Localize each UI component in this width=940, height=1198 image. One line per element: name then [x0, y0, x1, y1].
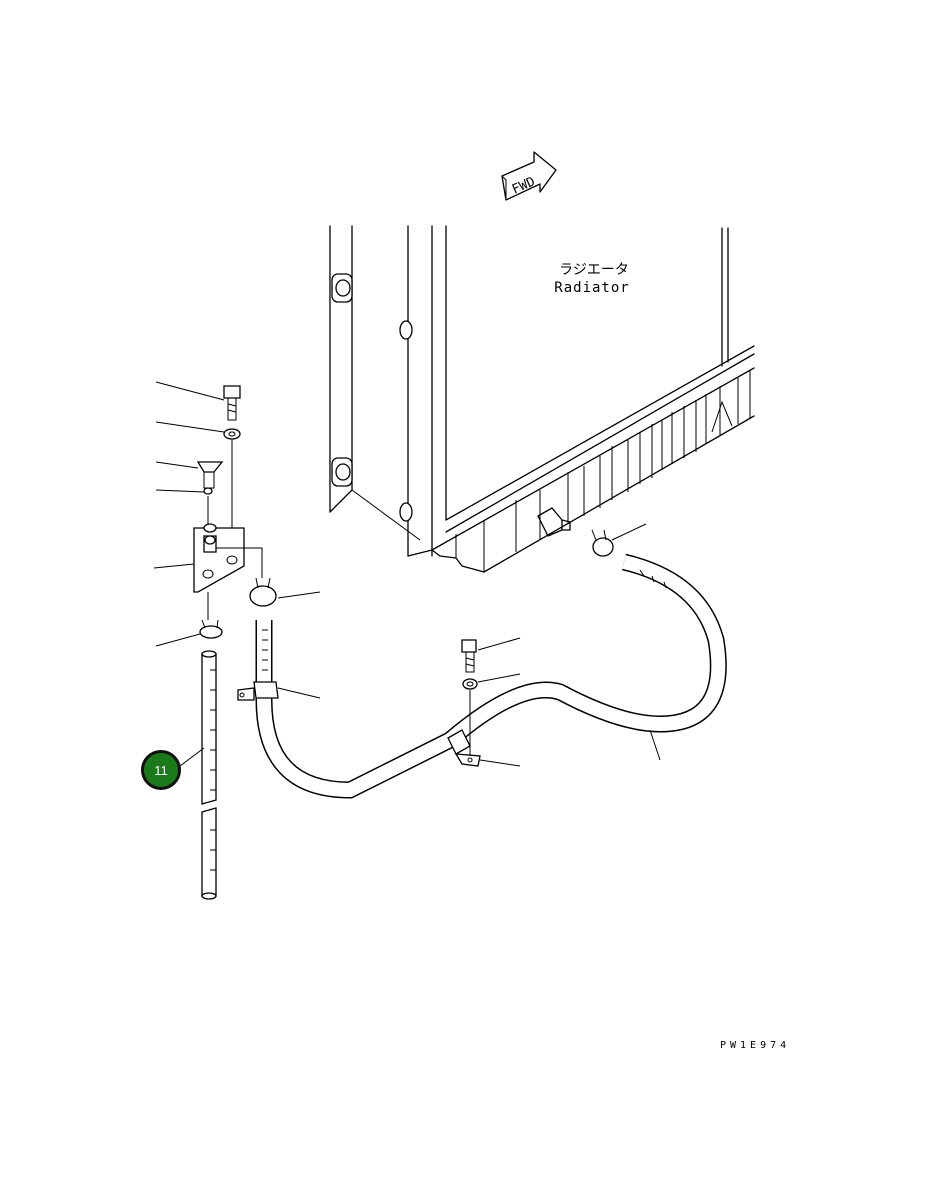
- drawing-code: PW1E974: [720, 1040, 791, 1051]
- radiator-label-jp: ラジエータ: [559, 262, 629, 278]
- fwd-arrow: FWD: [501, 151, 557, 201]
- drain-clip: [591, 523, 647, 557]
- fwd-label: FWD: [510, 174, 538, 197]
- hose-clamp-left: [237, 681, 321, 701]
- radiator: ラジエータ Radiator: [329, 225, 755, 573]
- radiator-label-en: Radiator: [554, 280, 629, 296]
- drain-hose: [255, 553, 727, 799]
- drain-tube: [179, 650, 217, 900]
- part-callout-11[interactable]: 11: [141, 750, 181, 790]
- hose-clamp-middle: [447, 637, 521, 767]
- bracket-assembly: [153, 381, 321, 647]
